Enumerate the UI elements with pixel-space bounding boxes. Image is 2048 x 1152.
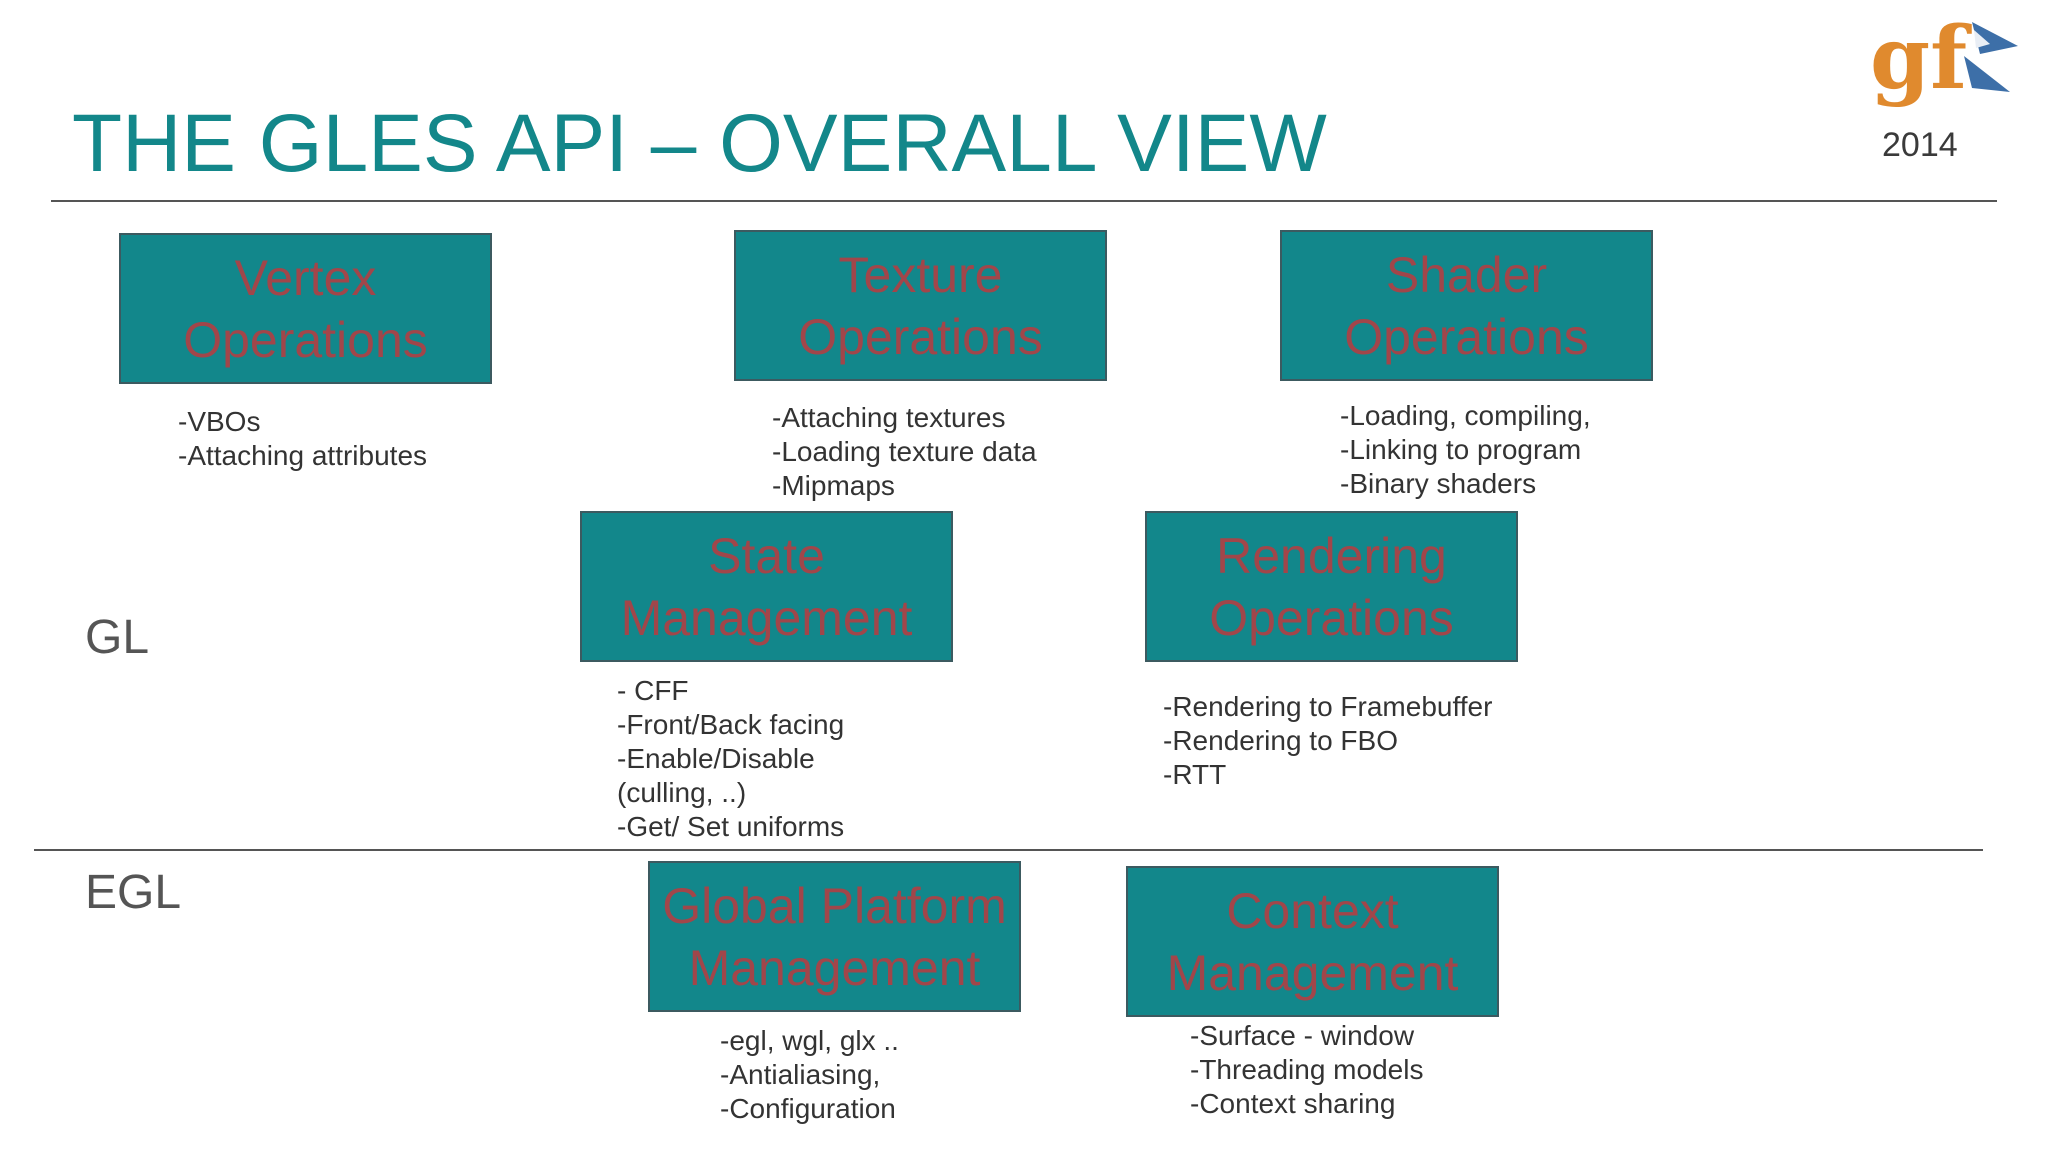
note-line: -Front/Back facing: [617, 709, 845, 740]
note-line: - CFF: [617, 675, 689, 706]
box-title-line1: Vertex: [234, 249, 377, 306]
slide-year: 2014: [1882, 126, 1958, 164]
note-line: -RTT: [1163, 759, 1227, 790]
title-divider: [51, 200, 1997, 202]
note-line: -Configuration: [720, 1093, 896, 1124]
note-line: -Rendering to FBO: [1163, 725, 1398, 756]
section-label-egl: EGL: [85, 866, 182, 919]
box-title-line2: Operations: [183, 311, 428, 368]
box-title-line2: Operations: [1209, 589, 1454, 646]
box-title-line2: Operations: [798, 308, 1043, 365]
note-line: -Rendering to Framebuffer: [1163, 691, 1493, 722]
shader-operations-box: Shader Operations: [1280, 230, 1653, 381]
note-line: -Enable/Disable: [617, 743, 815, 774]
rendering-operations-box: Rendering Operations: [1145, 511, 1518, 662]
note-line: -Attaching attributes: [178, 440, 428, 471]
state-management-box: State Management: [580, 511, 953, 662]
section-label-gl: GL: [85, 611, 150, 664]
box-title-line2: Management: [688, 939, 981, 996]
texture-operations-notes: -Attaching textures -Loading texture dat…: [772, 401, 1037, 503]
shader-operations-notes: -Loading, compiling, -Linking to program…: [1340, 399, 1591, 501]
note-line: -Binary shaders: [1340, 468, 1537, 499]
context-management-box: Context Management: [1126, 866, 1499, 1017]
global-platform-management-box: Global Platform Management: [648, 861, 1021, 1012]
rendering-operations-notes: -Rendering to Framebuffer -Rendering to …: [1163, 690, 1492, 792]
note-line: -egl, wgl, glx ..: [720, 1025, 899, 1056]
gl-egl-divider: [34, 849, 1983, 851]
note-line: -Attaching textures: [772, 402, 1006, 433]
box-title-line1: State: [708, 527, 825, 584]
vertex-operations-notes: -VBOs -Attaching attributes: [178, 405, 427, 473]
box-title-line1: Rendering: [1216, 527, 1447, 584]
note-line: -Threading models: [1190, 1054, 1424, 1085]
logo-text: gf: [1870, 10, 1972, 109]
note-line: -Loading, compiling,: [1340, 400, 1591, 431]
gf-logo-icon: gf: [1870, 10, 2018, 109]
slide-title: THE GLES API – OVERALL VIEW: [72, 98, 1327, 189]
note-line: -Linking to program: [1340, 434, 1582, 465]
note-line: -Context sharing: [1190, 1088, 1396, 1119]
note-line: -Surface - window: [1190, 1020, 1415, 1051]
box-title-line1: Texture: [838, 246, 1003, 303]
note-line: -Get/ Set uniforms: [617, 811, 845, 842]
box-title-line2: Management: [1166, 944, 1459, 1001]
global-platform-management-notes: -egl, wgl, glx .. -Antialiasing, -Config…: [720, 1024, 899, 1126]
box-title-line2: Operations: [1344, 308, 1589, 365]
context-management-notes: -Surface - window -Threading models -Con…: [1190, 1019, 1423, 1121]
note-line: (culling, ..): [617, 777, 747, 808]
note-line: -Loading texture data: [772, 436, 1037, 467]
box-title-line1: Global Platform: [662, 877, 1007, 934]
state-management-notes: - CFF -Front/Back facing -Enable/Disable…: [617, 674, 844, 844]
gf-logo: gf: [1860, 10, 2030, 120]
box-title-line1: Shader: [1385, 246, 1548, 303]
texture-operations-box: Texture Operations: [734, 230, 1107, 381]
vertex-operations-box: Vertex Operations: [119, 233, 492, 384]
box-title-line1: Context: [1226, 882, 1399, 939]
box-title-line2: Management: [620, 589, 913, 646]
note-line: -Antialiasing,: [720, 1059, 881, 1090]
note-line: -VBOs: [178, 406, 261, 437]
note-line: -Mipmaps: [772, 470, 895, 501]
